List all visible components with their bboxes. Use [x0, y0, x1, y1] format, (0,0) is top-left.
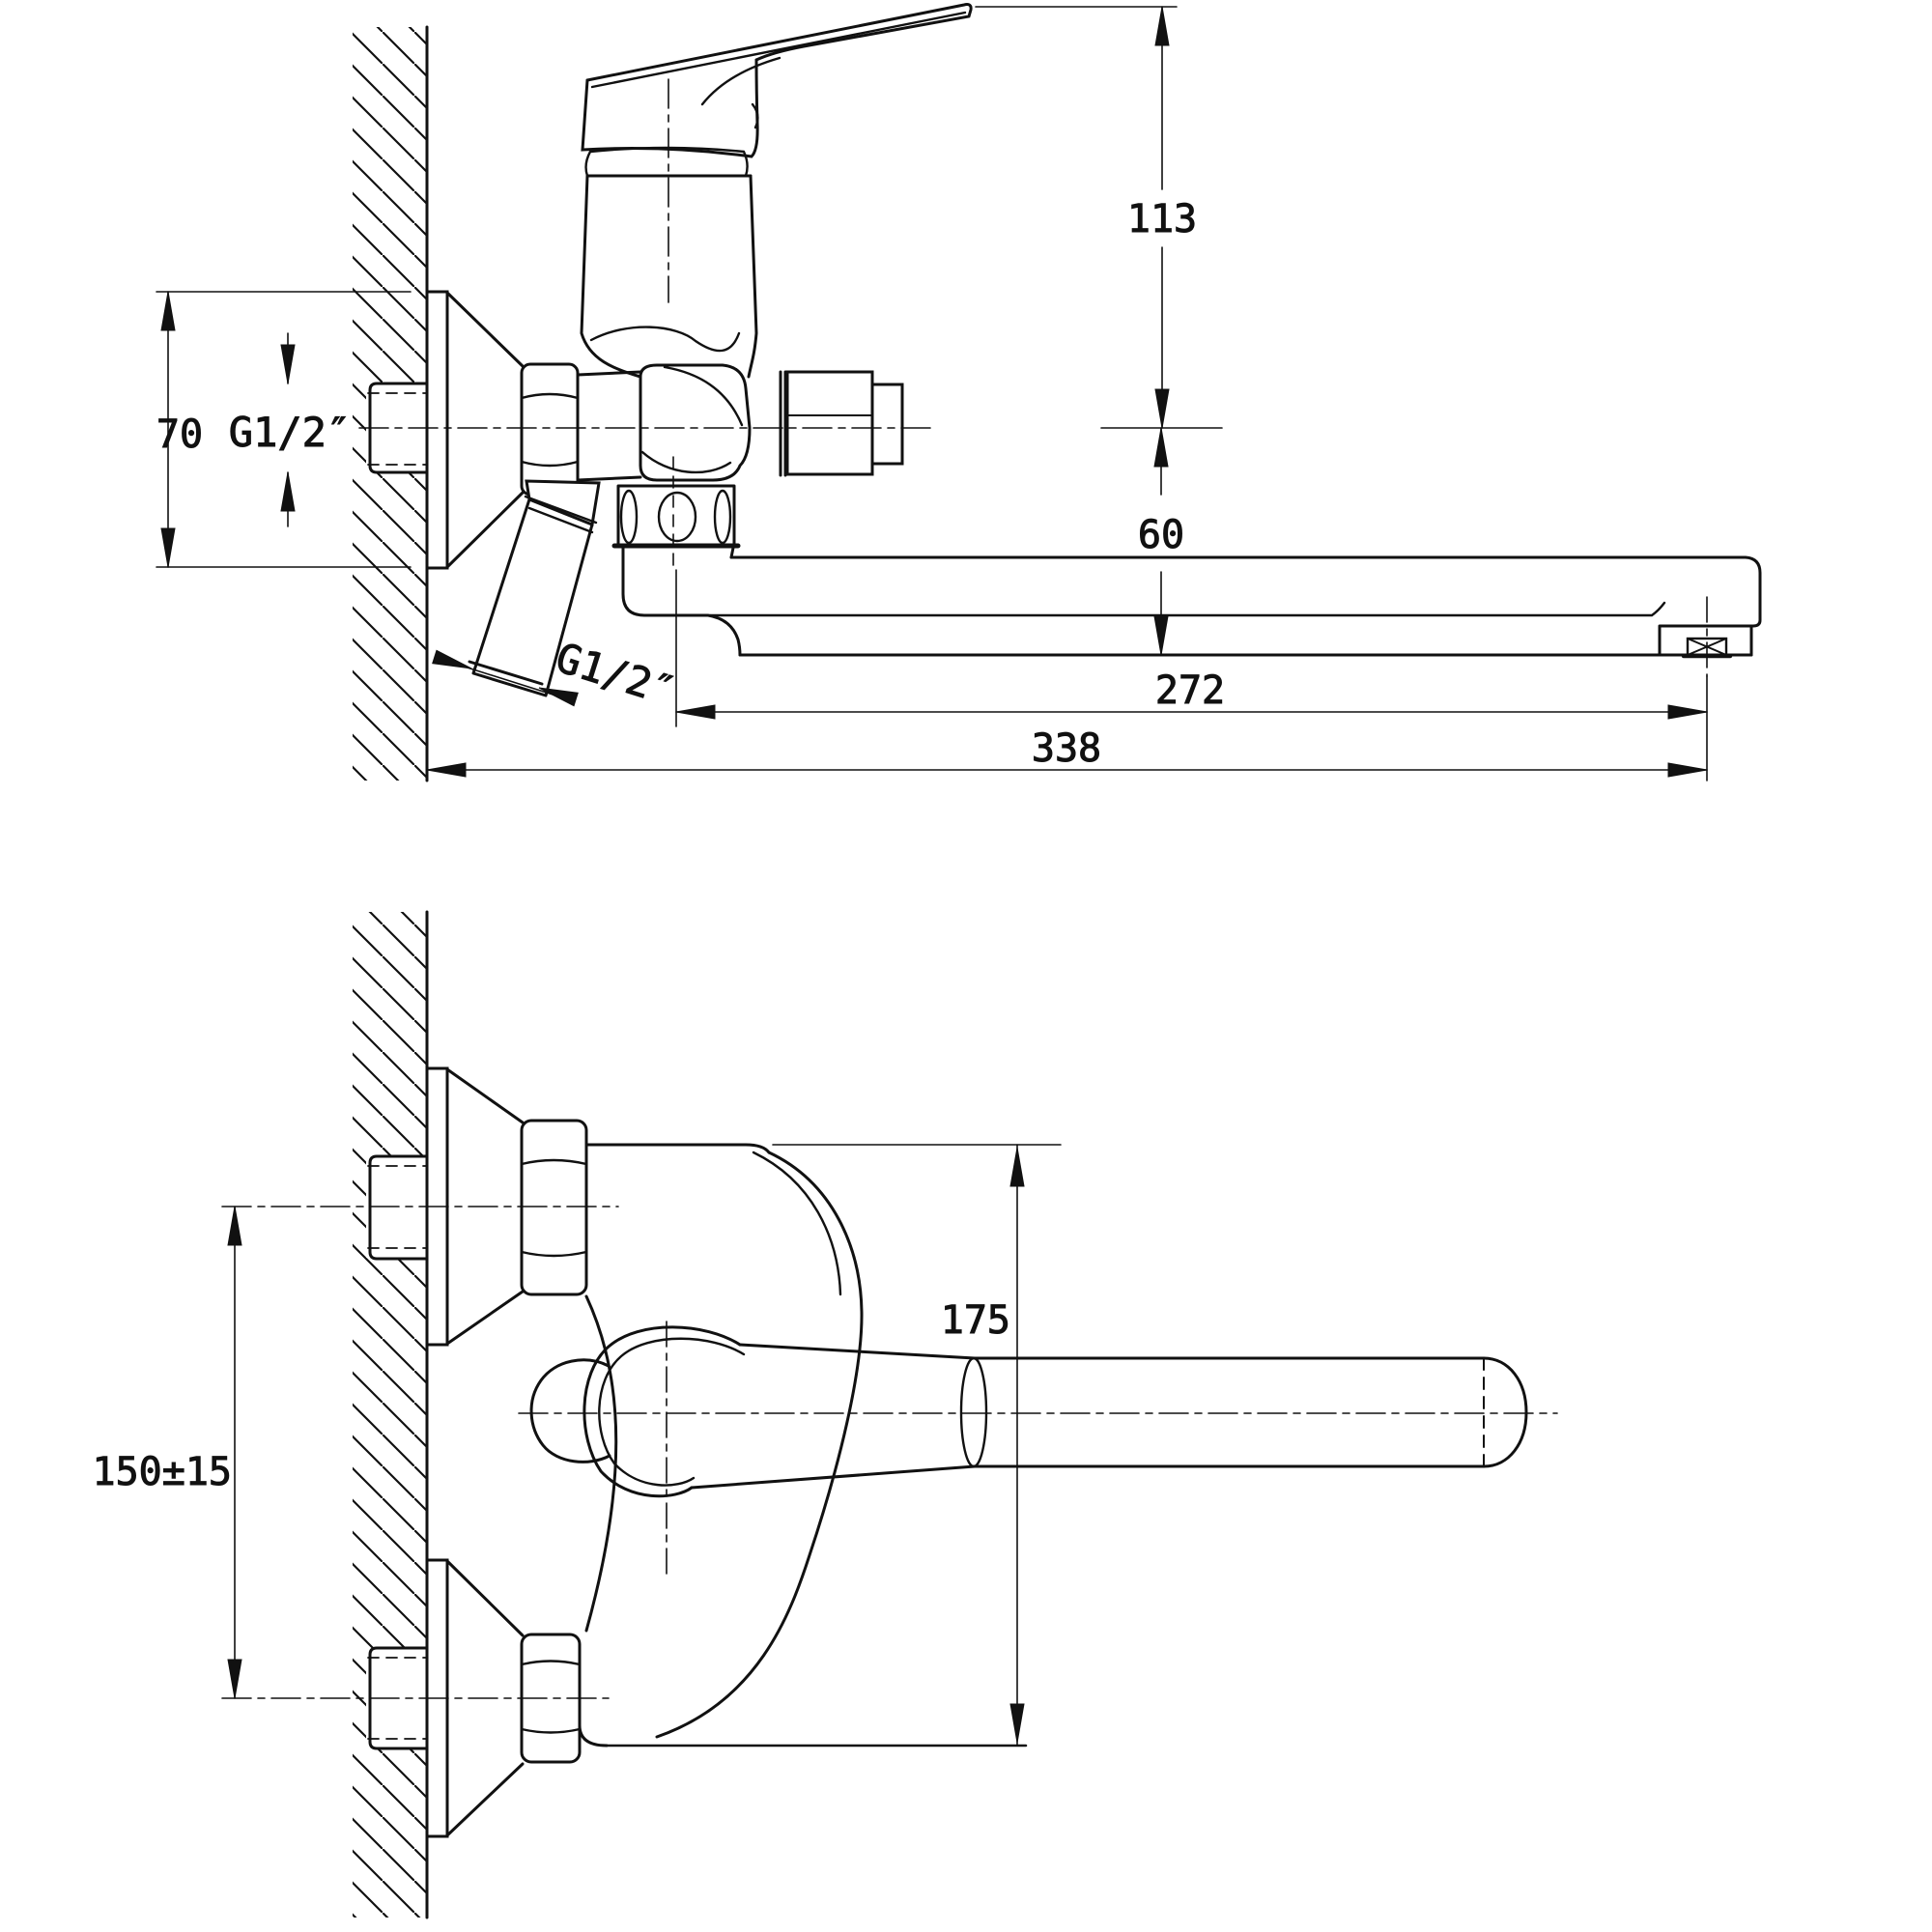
mixer-body-front: [578, 1143, 1028, 1747]
dim-113-label: 113: [1127, 197, 1197, 242]
shower-outlet: [468, 479, 601, 697]
dimension-272: 272: [675, 569, 1708, 727]
dim-60-label: 60: [1138, 513, 1184, 557]
wall-thread-label: G1/2″: [229, 409, 351, 456]
dimension-70: 70: [156, 291, 412, 568]
dimension-shower-thread: G1/2″: [432, 633, 682, 716]
dim-338-label: 338: [1032, 726, 1101, 771]
wall-section-front: [353, 910, 429, 1919]
escutcheon: [425, 290, 525, 570]
lever-handle: [581, 3, 973, 303]
dim-272-label: 272: [1155, 668, 1225, 713]
upper-connection: [221, 1066, 619, 1347]
side-view: 70 G1/2″ 113 60: [156, 3, 1762, 782]
dimension-wall-thread: G1/2″: [228, 332, 352, 527]
front-view: 150±15 175: [92, 910, 1558, 1919]
lower-connection: [221, 1558, 610, 1838]
dimension-60: 60: [1137, 427, 1185, 656]
spout: [611, 456, 1762, 781]
dimension-175: 175: [772, 1144, 1062, 1747]
dim-70-label: 70: [156, 412, 203, 457]
diverter-knob: [779, 370, 904, 477]
mixer-body: [576, 146, 758, 482]
connection-nut: [520, 362, 580, 497]
dim-150-label: 150±15: [93, 1450, 233, 1494]
dim-175-label: 175: [941, 1298, 1010, 1343]
lever-handle-front: [518, 1321, 1558, 1576]
dimension-338: 338: [426, 726, 1708, 778]
dimension-150: 150±15: [92, 1206, 242, 1699]
dimension-113: 113: [975, 6, 1223, 429]
